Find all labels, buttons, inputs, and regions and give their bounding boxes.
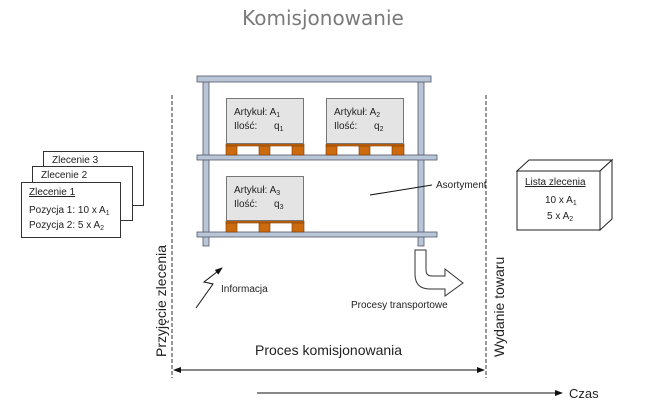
pick-list-title: Lista zlecenia [525, 177, 586, 188]
article-value: A [269, 185, 277, 196]
order-line: Pozycja 2: 5 x A2 [29, 220, 105, 232]
stock-box-3: Artykuł: A3 Ilość: q3 [226, 176, 304, 221]
order-card-title: Zlecenie 2 [41, 170, 88, 181]
assortment-pointer [369, 184, 433, 196]
qty-label: Ilość: [234, 199, 258, 210]
stock-box-2: Artykuł: A2 Ilość: q2 [326, 98, 404, 144]
information-lightning-icon [195, 267, 223, 309]
order-line: Pozycja 1: 10 x A1 [29, 205, 110, 217]
order-card-title: Zlecenie 3 [52, 155, 99, 166]
pick-list-box [515, 158, 614, 232]
article-value: A [369, 107, 377, 118]
transport-label: Procesy transportowe [351, 300, 448, 311]
time-label: Czas [569, 386, 599, 401]
order-card-title: Zlecenie 1 [29, 187, 76, 198]
article-value: A [269, 107, 277, 118]
goods-issue-label: Wydanie towaru [491, 256, 507, 357]
order-receipt-label: Przyjęcie zlecenia [153, 244, 169, 357]
diagram-title: Komisjonowanie [242, 6, 404, 30]
article-label: Artykuł: [234, 185, 268, 196]
stock-box-1: Artykuł: A1 Ilość: q1 [226, 98, 304, 144]
qty-value: q [274, 121, 280, 132]
process-label: Proces komisjonowania [255, 342, 403, 358]
pick-list-line: 5 x A2 [547, 211, 574, 223]
rack-frame [196, 75, 438, 247]
qty-value: q [374, 121, 380, 132]
article-label: Artykuł: [234, 107, 268, 118]
transport-arrow-icon [414, 249, 464, 297]
pick-list-line: 10 x A1 [545, 195, 577, 207]
qty-label: Ilość: [234, 121, 258, 132]
pallets [225, 143, 405, 233]
order-card-1: Zlecenie 1 Pozycja 1: 10 x A1 Pozycja 2:… [21, 182, 121, 238]
information-label: Informacja [221, 284, 268, 295]
qty-label: Ilość: [334, 121, 358, 132]
article-label: Artykuł: [334, 107, 368, 118]
assortment-label: Asortyment [436, 180, 487, 191]
qty-value: q [274, 199, 280, 210]
